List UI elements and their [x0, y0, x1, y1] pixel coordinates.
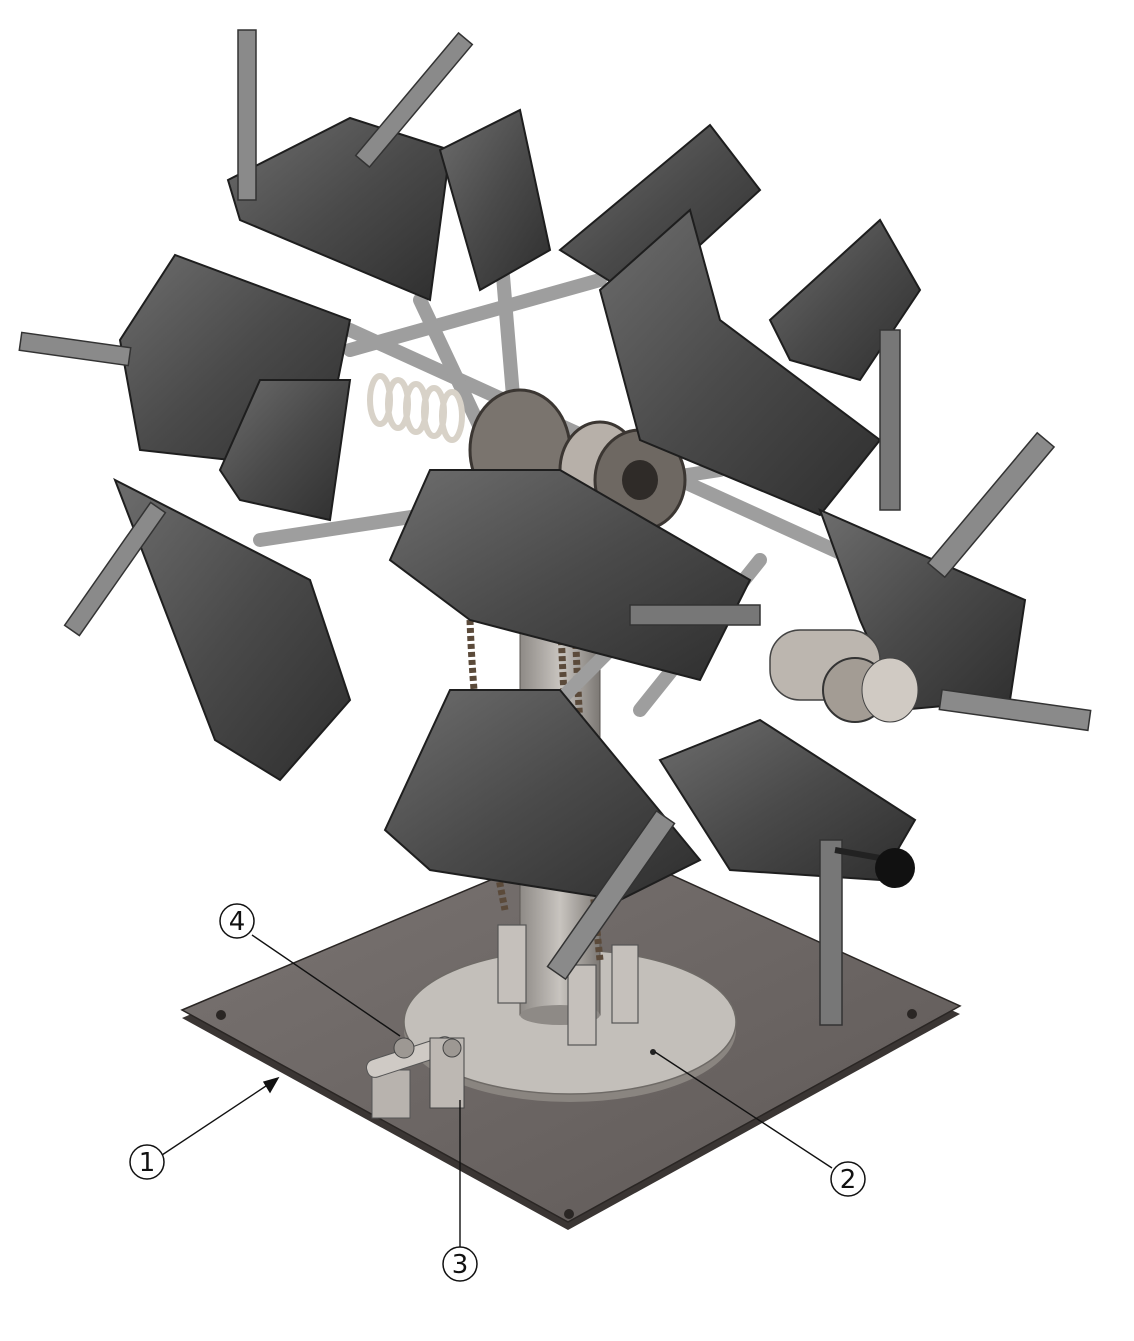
callout-label-1: 1: [139, 1148, 156, 1178]
leader-2: [654, 1051, 833, 1169]
spring-coil: [367, 373, 465, 443]
callout-label-2: 2: [840, 1165, 857, 1195]
bolt-hole: [216, 1010, 226, 1020]
chain-plates: [497, 924, 639, 1046]
seat-handles: [18, 29, 1092, 1026]
seat-lower-left: [113, 477, 352, 782]
seat-top-left: [226, 116, 452, 302]
seat-center: [388, 469, 752, 682]
callout-balloon-3: 3: [442, 1246, 478, 1282]
callout-balloons: 1 2 3 4: [129, 903, 866, 1282]
leader-4: [251, 934, 401, 1037]
arrow-1: [262, 1076, 280, 1094]
callout-label-4: 4: [229, 907, 246, 937]
callout-label-3: 3: [452, 1250, 469, 1280]
seat-left-front: [218, 379, 352, 522]
seat-shells: [113, 108, 1027, 902]
callout-balloon-1: 1: [129, 1144, 165, 1180]
crank-handle: [834, 847, 915, 888]
bolt-hole: [564, 1209, 574, 1219]
leader-1: [161, 1081, 273, 1156]
bolt-hole: [907, 1009, 917, 1019]
axle-assembly: [769, 629, 919, 723]
hub-wheels: [468, 388, 687, 532]
callout-balloon-2: 2: [830, 1161, 866, 1197]
seat-lower-center: [383, 689, 702, 902]
locking-pin: [366, 1036, 465, 1119]
seat-top-center: [438, 108, 552, 292]
callout-balloon-4: 4: [219, 903, 255, 939]
leader-lines: [161, 934, 833, 1248]
